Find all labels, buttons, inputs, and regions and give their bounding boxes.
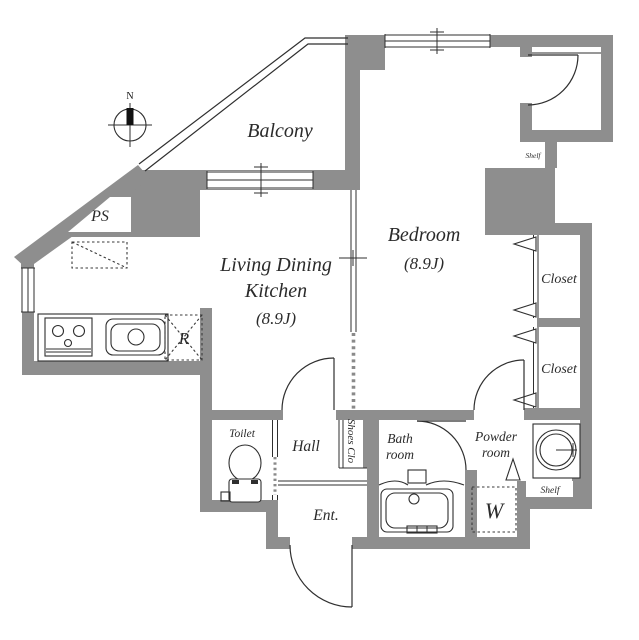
wall (520, 103, 532, 130)
wall (524, 408, 592, 420)
closet-upper-label: Closet (541, 272, 578, 287)
entrance-step-line (278, 480, 367, 486)
toilet-fixture (220, 444, 262, 503)
washer-label: W (485, 498, 505, 523)
doors (281, 54, 579, 608)
north-needle (126, 108, 134, 125)
pipe-space-label: PS (90, 208, 109, 225)
refrigerator-label: R (178, 329, 190, 348)
dashed-cabinet (71, 241, 128, 269)
wall (580, 408, 592, 509)
wall (537, 318, 592, 327)
north-label: N (126, 91, 133, 102)
shelf-bottom-label: Shelf (541, 485, 561, 496)
closet-doors (512, 235, 539, 408)
bathroom-label-line1: Bath (387, 431, 413, 446)
wall (520, 130, 613, 142)
shelf-top-label: Shelf (526, 151, 542, 160)
balcony-label: Balcony (247, 120, 313, 142)
entrance-label: Ent. (312, 507, 338, 524)
wall (465, 470, 477, 543)
bedroom-window (384, 28, 491, 54)
powder-room-label-line2: room (482, 445, 510, 460)
kitchen-window (21, 267, 35, 313)
closet-door-triangle (512, 328, 537, 344)
stove (44, 317, 93, 357)
bedroom-area: (8.9J) (404, 254, 444, 273)
wall (520, 47, 532, 57)
closet-lower-label: Closet (541, 362, 578, 377)
closet-door-triangle (512, 302, 537, 318)
wall (545, 142, 557, 168)
wall (22, 361, 212, 375)
powder-folding-door (505, 457, 521, 481)
balcony-window (206, 163, 314, 197)
washer-space (471, 486, 517, 533)
bathtub (378, 469, 465, 534)
wall (490, 35, 613, 47)
pipe-space-area (68, 197, 131, 232)
wall (367, 410, 379, 543)
toilet-label: Toilet (229, 428, 256, 440)
hall-label: Hall (291, 438, 320, 455)
wall (200, 308, 212, 512)
wall (22, 312, 34, 375)
wall-diagonal (14, 165, 151, 269)
wall (336, 410, 474, 420)
kitchen-counter (37, 313, 169, 362)
wall (485, 168, 555, 235)
balcony-railing (138, 37, 348, 172)
refrigerator-space (164, 314, 203, 361)
shelf-alcove-top (521, 142, 545, 168)
shelf-alcove-bottom (526, 481, 573, 497)
wall (200, 500, 278, 512)
shoes-closet-label: Shoes Clo (345, 419, 357, 464)
wall (365, 537, 530, 549)
bathroom-label-line2: room (386, 447, 414, 462)
ldk-bedroom-divider (339, 190, 367, 409)
wall (212, 410, 283, 420)
closet-door-triangle (512, 392, 537, 408)
ldk-label-line2: Kitchen (244, 280, 307, 302)
ldk-area: (8.9J) (256, 309, 296, 328)
wall (345, 50, 360, 190)
bedroom-label: Bedroom (388, 224, 461, 246)
wall (21, 256, 34, 268)
wall (601, 35, 613, 142)
powder-room-label-line1: Powder (474, 429, 518, 444)
shoes-closet-box (338, 420, 367, 469)
powder-sink (532, 423, 581, 479)
wall (266, 537, 290, 549)
closet-door-triangle (512, 236, 537, 252)
toilet-partition (272, 420, 278, 500)
wall (523, 497, 592, 509)
wall (266, 500, 278, 549)
north-compass: N (108, 91, 152, 147)
walls (14, 35, 613, 549)
ldk-label-line1: Living Dining (219, 254, 332, 276)
